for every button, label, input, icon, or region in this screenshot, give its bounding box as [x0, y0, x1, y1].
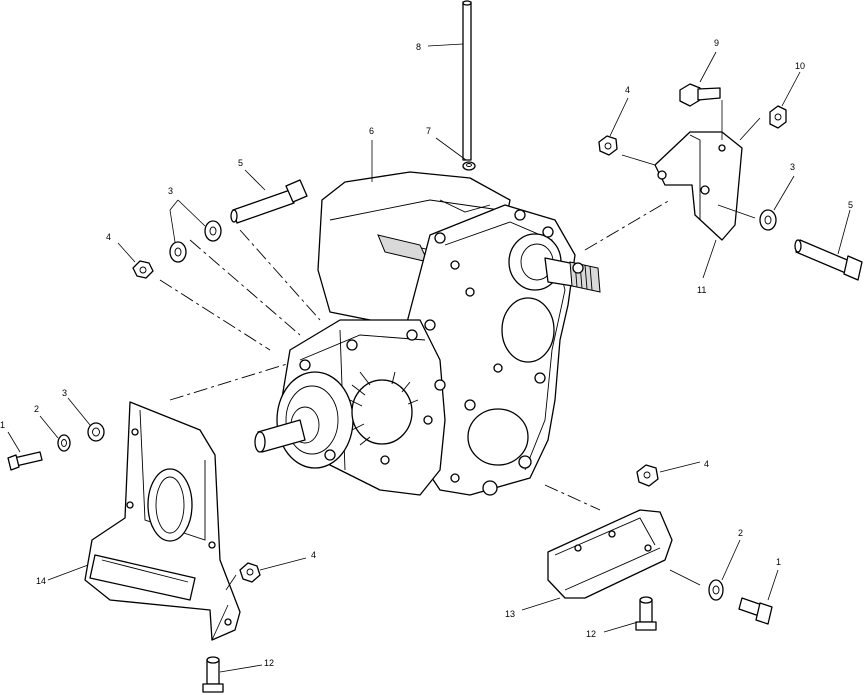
assembly-lines — [159, 199, 671, 511]
washer-2-right — [708, 579, 724, 601]
bolt-12-bottom — [202, 656, 224, 693]
transmission-housing — [254, 171, 601, 496]
bolt-5-right — [794, 239, 863, 281]
callout-labels: 1 2 3 3 4 5 6 7 8 4 9 10 3 5 11 4 2 1 13… — [0, 38, 853, 668]
nut-4-lower-right — [636, 464, 659, 487]
washer-3-upper-a — [169, 241, 187, 263]
callout-c6: 6 — [369, 126, 374, 136]
nut-4-upper-right — [598, 135, 618, 156]
callout-c12a: 12 — [586, 629, 596, 639]
callout-c2b: 2 — [738, 528, 743, 538]
mount-bracket-11 — [654, 131, 743, 241]
callout-c3c: 3 — [790, 162, 795, 172]
housing-bolt-heads — [299, 209, 584, 496]
callout-c10: 10 — [795, 61, 805, 71]
mount-bracket-14 — [84, 401, 241, 641]
stud-rod — [462, 0, 472, 161]
washer-3-upper-b — [204, 220, 222, 242]
callout-c12b: 12 — [264, 658, 274, 668]
callout-c3a: 3 — [62, 388, 67, 398]
mount-bracket-13 — [547, 509, 673, 599]
washer-3-right — [759, 209, 777, 231]
callout-c5a: 5 — [238, 158, 243, 168]
callout-c4c: 4 — [704, 459, 709, 469]
washer-3-left — [87, 422, 105, 442]
callout-c1b: 1 — [776, 557, 781, 567]
callout-c1a: 1 — [0, 420, 5, 430]
bolt-1-right — [738, 597, 773, 625]
nut-10 — [769, 105, 787, 129]
bolt-12-right — [635, 596, 657, 631]
callout-c11: 11 — [697, 285, 706, 295]
callout-c13: 13 — [505, 609, 515, 619]
washer-2-left — [57, 434, 71, 452]
callout-c9: 9 — [714, 38, 719, 48]
leader-lines — [7, 43, 851, 673]
callout-c2a: 2 — [34, 404, 39, 414]
callout-c4a: 4 — [106, 232, 111, 242]
callout-c14: 14 — [36, 576, 46, 586]
callout-c8: 8 — [416, 42, 421, 52]
callout-c4b: 4 — [625, 85, 630, 95]
bolt-5-left — [230, 179, 308, 224]
callout-c5b: 5 — [848, 200, 853, 210]
callout-c3b: 3 — [168, 186, 173, 196]
bolt-left — [7, 451, 43, 471]
nut-upper-left — [132, 260, 154, 279]
callout-c4d: 4 — [311, 550, 316, 560]
nut-bracket — [239, 562, 261, 583]
bolt-9 — [679, 83, 721, 107]
small-nut — [462, 161, 476, 171]
callout-c7: 7 — [426, 126, 431, 136]
